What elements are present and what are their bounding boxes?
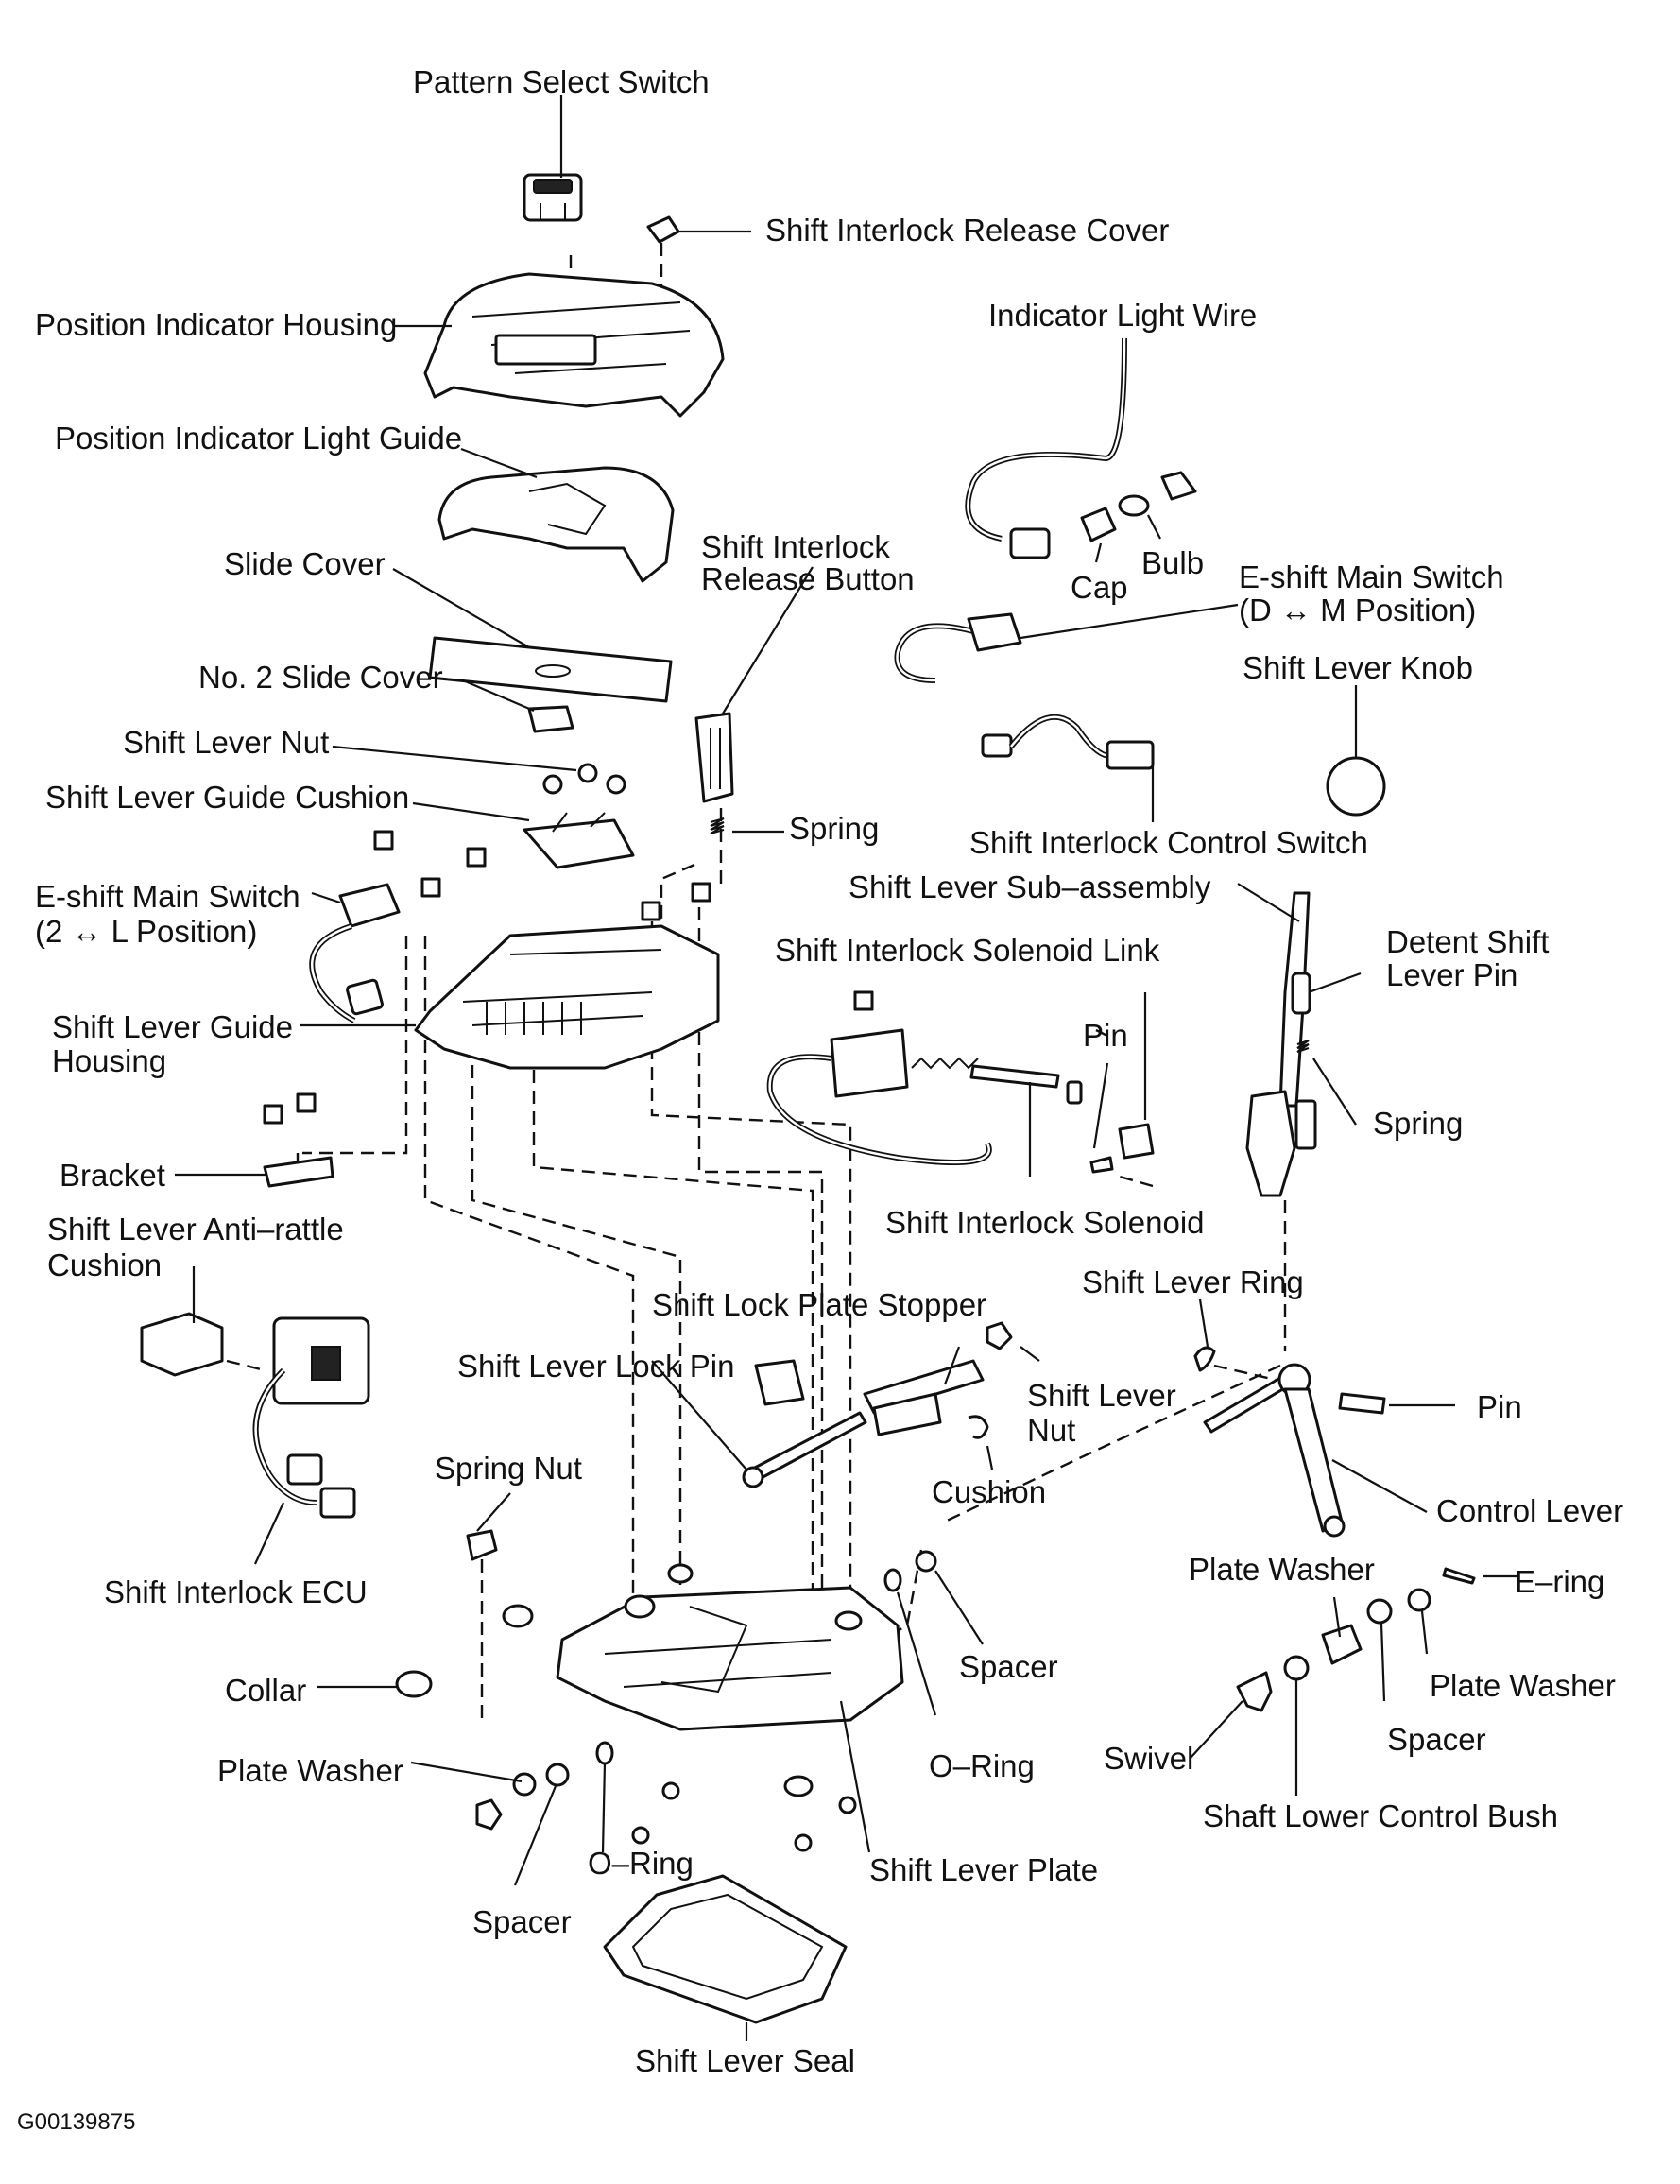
label-e-shift-main-switch-2l-1: E-shift Main Switch (35, 879, 300, 914)
label-plate-washer-left: Plate Washer (217, 1753, 403, 1788)
label-shift-interlock-release-button-1: Shift Interlock (701, 529, 890, 564)
shift-lever-plate-part (556, 1563, 904, 1853)
label-pin-upper: Pin (1083, 1018, 1128, 1053)
figure-code: G00139875 (17, 2109, 135, 2135)
label-spacer-bottom: Spacer (472, 1904, 572, 1939)
slide-cover-part (392, 568, 673, 703)
label-plate-washer-upper: Plate Washer (1189, 1552, 1375, 1587)
label-pattern-select-switch: Pattern Select Switch (413, 64, 710, 99)
position-indicator-housing-part (395, 272, 725, 418)
label-shift-lever-plate: Shift Lever Plate (869, 1852, 1098, 1887)
label-shift-interlock-control-switch: Shift Interlock Control Switch (969, 825, 1368, 860)
label-o-ring-right: O–Ring (929, 1748, 1035, 1783)
label-shift-lever-guide-housing-1: Shift Lever Guide (52, 1009, 293, 1044)
label-shift-lever-nut-mid-1: Shift Lever (1027, 1378, 1176, 1413)
label-spring-top: Spring (789, 811, 879, 846)
shift-interlock-release-button-part (694, 566, 814, 834)
label-cap: Cap (1071, 570, 1128, 605)
label-detent-shift-lever-pin-1: Detent Shift (1386, 924, 1549, 959)
shift-lever-sub-assembly-part (1237, 883, 1362, 1197)
label-shift-lever-guide-cushion: Shift Lever Guide Cushion (45, 780, 409, 815)
label-shift-lever-knob: Shift Lever Knob (1243, 650, 1473, 685)
e-shift-main-switch-dm-part (894, 603, 1239, 683)
label-shift-lever-seal: Shift Lever Seal (635, 2043, 855, 2078)
bracket-part (175, 1156, 334, 1188)
label-shift-lever-anti-rattle-cushion-1: Shift Lever Anti–rattle (47, 1212, 344, 1247)
shift-lever-seal-part (603, 1874, 848, 2041)
pattern-select-switch-part (523, 95, 583, 222)
label-spacer-mid: Spacer (959, 1649, 1058, 1684)
control-lever-small-parts (1190, 1567, 1517, 1796)
label-shift-lever-lock-pin: Shift Lever Lock Pin (457, 1349, 735, 1384)
shift-lever-knob-part (1326, 685, 1386, 817)
label-indicator-light-wire: Indicator Light Wire (988, 298, 1257, 333)
shift-interlock-control-switch-part (981, 714, 1155, 822)
label-slide-cover: Slide Cover (224, 546, 386, 581)
label-position-indicator-light-guide: Position Indicator Light Guide (55, 421, 462, 456)
label-e-shift-main-switch-dm-1: E-shift Main Switch (1239, 559, 1504, 594)
label-position-indicator-housing: Position Indicator Housing (35, 307, 397, 342)
no2-slide-cover-part (462, 679, 574, 733)
label-pin-right: Pin (1477, 1389, 1522, 1424)
label-plate-washer-right: Plate Washer (1430, 1668, 1616, 1703)
label-e-ring: E–ring (1515, 1564, 1604, 1599)
label-control-lever: Control Lever (1436, 1493, 1623, 1528)
label-spacer-right: Spacer (1387, 1722, 1486, 1757)
plate-right-small-parts (883, 1550, 984, 1716)
label-bracket: Bracket (60, 1158, 165, 1193)
label-e-shift-main-switch-2l-2: (2 ↔ L Position) (35, 914, 257, 949)
label-o-ring-bottom: O–Ring (588, 1846, 694, 1881)
part-labels: Pattern Select Switch Shift Interlock Re… (17, 64, 1623, 2135)
shift-lock-plate-stopper-part (651, 1321, 1040, 1488)
label-collar: Collar (225, 1673, 306, 1708)
label-shift-interlock-solenoid: Shift Interlock Solenoid (885, 1205, 1205, 1240)
label-shift-lever-nut-top: Shift Lever Nut (123, 725, 329, 760)
position-indicator-light-guide-part (437, 447, 675, 583)
label-shift-lever-nut-mid-2: Nut (1027, 1413, 1075, 1448)
label-shift-lever-sub-assembly: Shift Lever Sub–assembly (849, 869, 1211, 904)
label-shift-interlock-solenoid-link: Shift Interlock Solenoid Link (775, 933, 1160, 968)
label-detent-shift-lever-pin-2: Lever Pin (1386, 957, 1517, 992)
shift-interlock-release-cover-part (646, 215, 751, 244)
label-shift-lever-anti-rattle-cushion-2: Cushion (47, 1247, 162, 1282)
label-shaft-lower-control-bush: Shaft Lower Control Bush (1203, 1798, 1558, 1833)
lower-left-small-parts (317, 1492, 614, 1886)
label-shift-lever-guide-housing-2: Housing (52, 1043, 166, 1078)
label-shift-interlock-release-cover: Shift Interlock Release Cover (765, 213, 1169, 248)
shift-interlock-solenoid-part (766, 990, 1155, 1177)
control-lever-part (1193, 1298, 1455, 1538)
label-swivel: Swivel (1104, 1741, 1193, 1776)
label-spring-right: Spring (1373, 1106, 1463, 1141)
label-no2-slide-cover: No. 2 Slide Cover (198, 660, 443, 695)
indicator-light-wire-part (965, 337, 1197, 563)
label-e-shift-main-switch-dm-2: (D ↔ M Position) (1239, 593, 1476, 628)
label-shift-lock-plate-stopper: Shift Lock Plate Stopper (652, 1287, 986, 1322)
label-spring-nut: Spring Nut (435, 1451, 582, 1486)
shift-lever-anti-rattle-cushion-part (140, 1266, 224, 1377)
shift-lever-guide-housing-part (300, 924, 720, 1070)
label-shift-interlock-ecu: Shift Interlock ECU (104, 1574, 368, 1609)
label-cushion: Cushion (932, 1474, 1046, 1509)
shift-lever-guide-cushion-part (332, 745, 635, 869)
label-shift-lever-ring: Shift Lever Ring (1082, 1264, 1304, 1299)
label-bulb: Bulb (1141, 545, 1204, 580)
e-shift-main-switch-2l-part (309, 883, 401, 1023)
shift-interlock-ecu-part (252, 1316, 370, 1565)
label-shift-interlock-release-button-2: Release Button (701, 561, 915, 596)
